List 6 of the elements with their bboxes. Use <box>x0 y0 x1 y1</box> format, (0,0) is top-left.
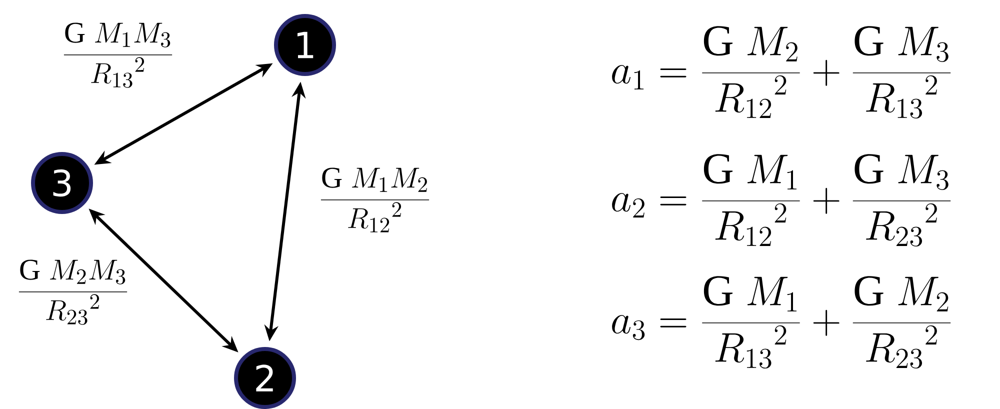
equation: $a_{2}=\frac{\mathrm{G}\;M_{1}}{{R_{12}}^{2}}+\frac{\mathrm{G}\;M_{3}}{{R_{23}}^{2}}$ <box>612 154 951 247</box>
equation: $a_{3}=\frac{\mathrm{G}\;M_{1}}{{R_{13}}^{2}}+\frac{\mathrm{G}\;M_{2}}{{R_{23}}^{2}}$ <box>612 276 951 369</box>
edge-label: $\frac{\mathrm{G}\;M_{1}M_{3}}{{R_{13}}^{2}}$ <box>60 20 176 90</box>
edge-label: $\frac{\mathrm{G}\;M_{1}M_{2}}{{R_{12}}^{2}}$ <box>316 166 434 234</box>
edge-label: $\frac{\mathrm{G}\;M_{2}M_{3}}{{R_{23}}^{2}}$ <box>14 258 132 326</box>
equation: $a_{1}=\frac{\mathrm{G}\;M_{2}}{{R_{12}}^{2}}+\frac{\mathrm{G}\;M_{3}}{{R_{13}}^{2}}$ <box>612 26 951 119</box>
